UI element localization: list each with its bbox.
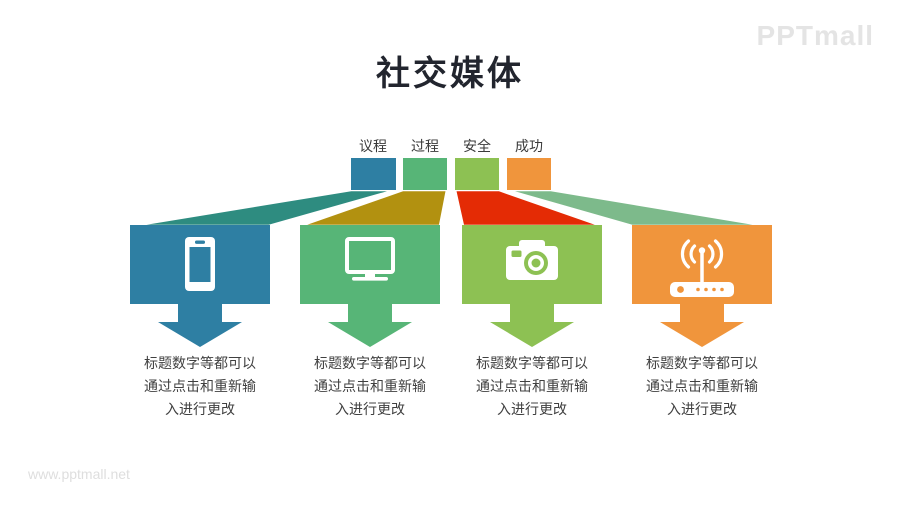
block-arrow-2 — [300, 225, 440, 347]
page-title: 社交媒体 — [376, 55, 524, 93]
category-label-3: 安全 — [463, 138, 491, 154]
category-label-2: 过程 — [411, 138, 439, 154]
wifi-router-icon — [670, 239, 734, 297]
category-square-1 — [351, 158, 396, 190]
camera-icon — [506, 240, 558, 280]
category-label-1: 议程 — [359, 138, 387, 154]
description-text-3: 标题数字等都可以 通过点击和重新输 入进行更改 — [476, 355, 588, 417]
description-text-2: 标题数字等都可以 通过点击和重新输 入进行更改 — [314, 355, 426, 417]
category-square-4 — [507, 158, 551, 190]
smartphone-icon — [185, 237, 215, 291]
category-square-3 — [455, 158, 499, 190]
description-text-1: 标题数字等都可以 通过点击和重新输 入进行更改 — [144, 355, 256, 417]
monitor-icon — [345, 237, 395, 281]
description-text-4: 标题数字等都可以 通过点击和重新输 入进行更改 — [646, 355, 758, 417]
watermark-url: www.pptmall.net — [28, 466, 130, 482]
category-square-2 — [403, 158, 447, 190]
category-label-4: 成功 — [515, 138, 543, 154]
pptmall-logo: PPTmall — [756, 20, 874, 51]
block-arrow-3 — [462, 225, 602, 347]
